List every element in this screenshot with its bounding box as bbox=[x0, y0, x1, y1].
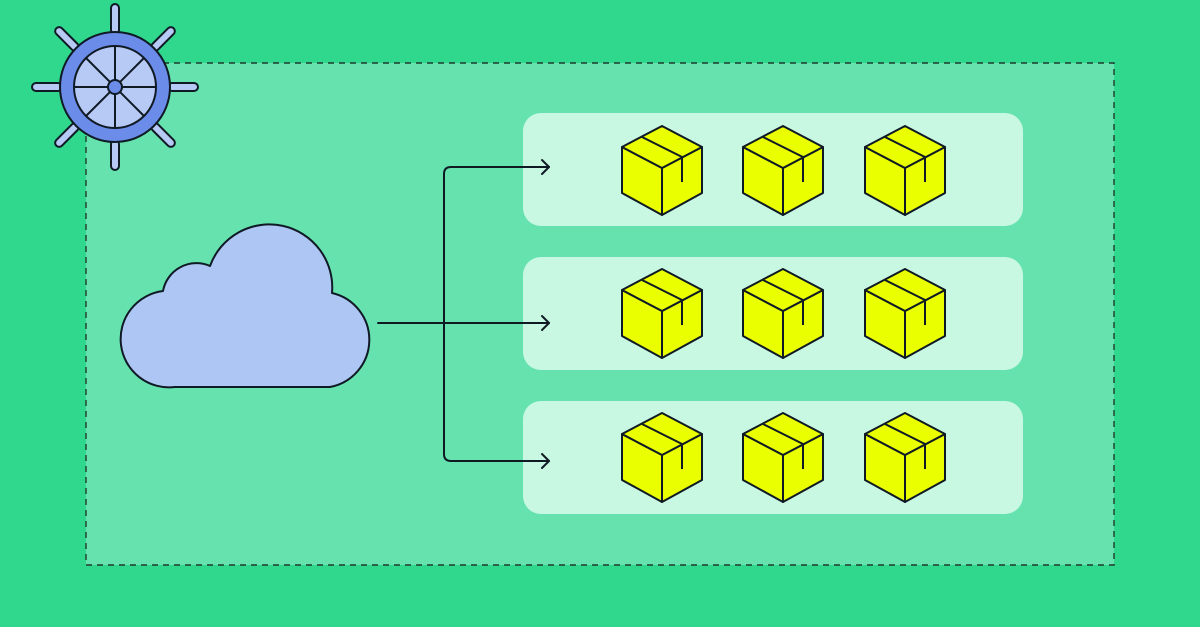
connector-branch-3 bbox=[443, 322, 550, 462]
arrowhead-icon bbox=[541, 453, 550, 469]
arrowhead-icon bbox=[541, 159, 550, 175]
ship-wheel-icon bbox=[31, 3, 199, 171]
arrowhead-icon bbox=[541, 315, 550, 331]
package-icon bbox=[621, 412, 703, 503]
package-icon bbox=[864, 412, 946, 503]
packages bbox=[621, 125, 946, 503]
package-icon bbox=[621, 268, 703, 359]
connector-branch-1 bbox=[443, 166, 550, 324]
connectors bbox=[377, 159, 550, 469]
package-icon bbox=[742, 125, 824, 216]
cloud-icon bbox=[119, 223, 371, 389]
package-icon bbox=[621, 125, 703, 216]
package-icon bbox=[742, 412, 824, 503]
package-icon bbox=[864, 268, 946, 359]
package-icon bbox=[864, 125, 946, 216]
package-icon bbox=[742, 268, 824, 359]
